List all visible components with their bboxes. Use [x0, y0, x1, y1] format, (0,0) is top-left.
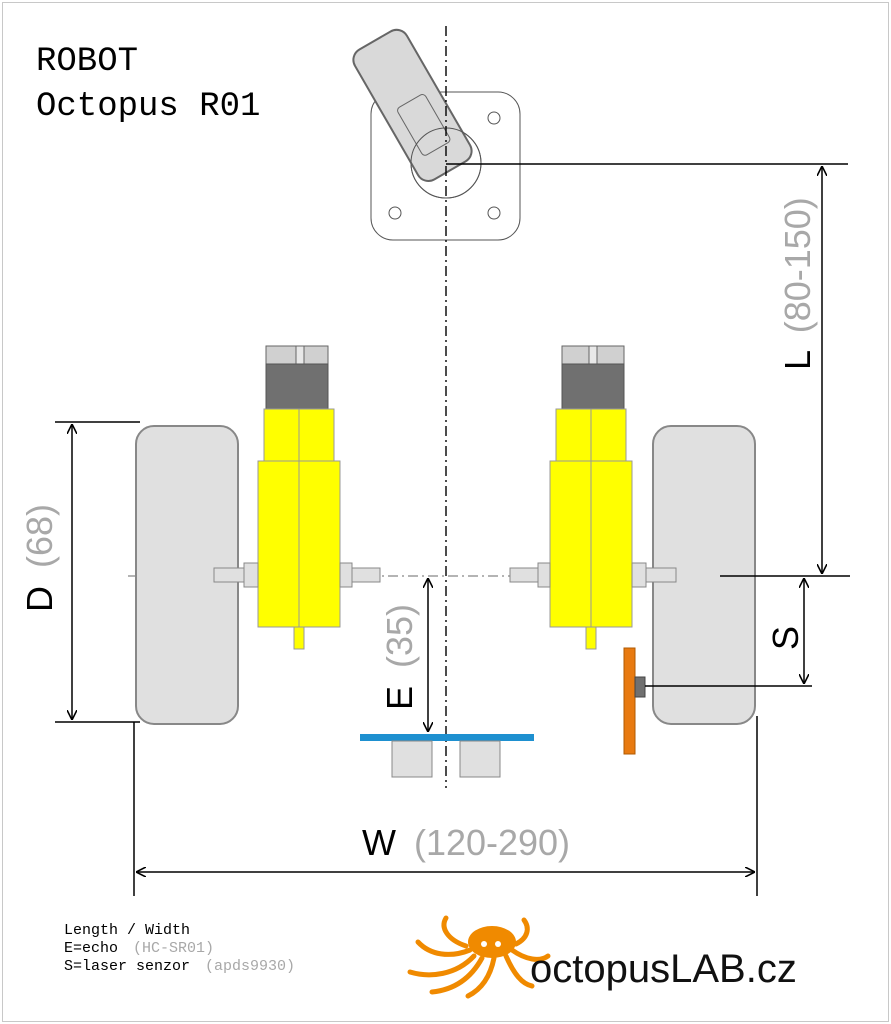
dim-w-range: (120-290): [414, 822, 570, 863]
dim-d-letter: D: [19, 586, 60, 612]
svg-text:L (80-150): L (80-150): [777, 197, 818, 370]
right-motor: [509, 345, 677, 650]
echo-sensor: [360, 734, 534, 778]
dimension-l: L (80-150): [446, 163, 850, 577]
dim-w-letter: W: [362, 822, 396, 863]
legend-echo: E=echo: [64, 940, 118, 957]
legend-line1: Length / Width: [64, 922, 190, 939]
dim-e-value: (35): [379, 604, 420, 668]
dim-e-letter: E: [379, 686, 420, 710]
legend-laser-note: (apds9930): [205, 958, 295, 975]
dimension-d: D (68): [19, 421, 140, 723]
dim-s-letter: S: [765, 626, 806, 650]
dimension-w: W (120-290): [133, 716, 758, 896]
svg-text:W (120-290): W (120-290): [362, 822, 570, 863]
title-line2: Octopus R01: [36, 88, 260, 126]
left-motor: [213, 345, 381, 650]
legend-laser: S=laser senzor: [64, 958, 190, 975]
laser-sensor: [623, 647, 646, 755]
caster-servo: [352, 28, 521, 241]
svg-text:S=laser senzor (apds9930: S=laser senzor (apds9930): [64, 958, 295, 975]
title-line1: ROBOT: [36, 43, 138, 81]
dimension-e: E (35): [379, 578, 428, 732]
dimension-s: S: [645, 578, 812, 687]
legend-echo-note: (HC-SR01): [133, 940, 214, 957]
dim-d-value: (68): [19, 504, 60, 568]
svg-text:E=echo (HC-SR01): E=echo (HC-SR01): [64, 940, 214, 957]
svg-text:E (35): E (35): [379, 604, 420, 710]
svg-text:D (68): D (68): [19, 504, 60, 612]
dim-l-range: (80-150): [777, 197, 818, 333]
brand-name: octopusLAB.cz: [530, 947, 797, 991]
octopus-logo-icon: [407, 915, 551, 999]
legend: Length / Width E=echo (HC-SR01) S=laser …: [64, 922, 295, 975]
dim-l-letter: L: [777, 351, 818, 370]
